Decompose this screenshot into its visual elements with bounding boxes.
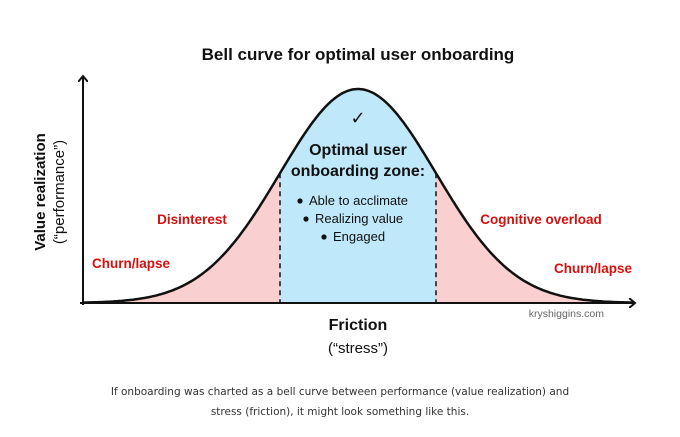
checkmark-icon: ✓ xyxy=(350,108,365,129)
bullet-dot xyxy=(321,234,327,240)
y-axis-sublabel: (“performance”) xyxy=(51,140,68,244)
bell-curve xyxy=(82,87,633,304)
caption-line-2: stress (friction), it might look somethi… xyxy=(210,406,470,418)
bullet-able-to-acclimate: Able to acclimate xyxy=(309,193,408,208)
label-cognitive-overload: Cognitive overload xyxy=(480,212,602,227)
bullet-realizing-value: Realizing value xyxy=(315,211,403,226)
caption-line-1: If onboarding was charted as a bell curv… xyxy=(110,386,570,398)
zone-title-line1: Optimal user xyxy=(309,142,407,159)
x-axis-sublabel: (“stress”) xyxy=(328,340,388,357)
bullet-dot xyxy=(297,198,303,204)
optimal-zone-region xyxy=(280,89,436,303)
x-axis-label: Friction xyxy=(329,317,388,334)
credit-text: kryshiggins.com xyxy=(529,308,605,320)
bullet-engaged: Engaged xyxy=(333,229,385,244)
diagram-title: Bell curve for optimal user onboarding xyxy=(202,45,515,64)
zone-bullet-list: Able to acclimate Realizing value Engage… xyxy=(297,193,408,244)
zone-title-line2: onboarding zone: xyxy=(291,163,425,180)
bullet-dot xyxy=(303,216,309,222)
right-side-region xyxy=(436,173,632,303)
left-side-region xyxy=(83,173,280,303)
label-churn-lapse-right: Churn/lapse xyxy=(554,261,633,276)
label-churn-lapse-left: Churn/lapse xyxy=(92,256,171,271)
y-axis-label: Value realization xyxy=(32,133,49,251)
label-disinterest: Disinterest xyxy=(157,212,227,227)
